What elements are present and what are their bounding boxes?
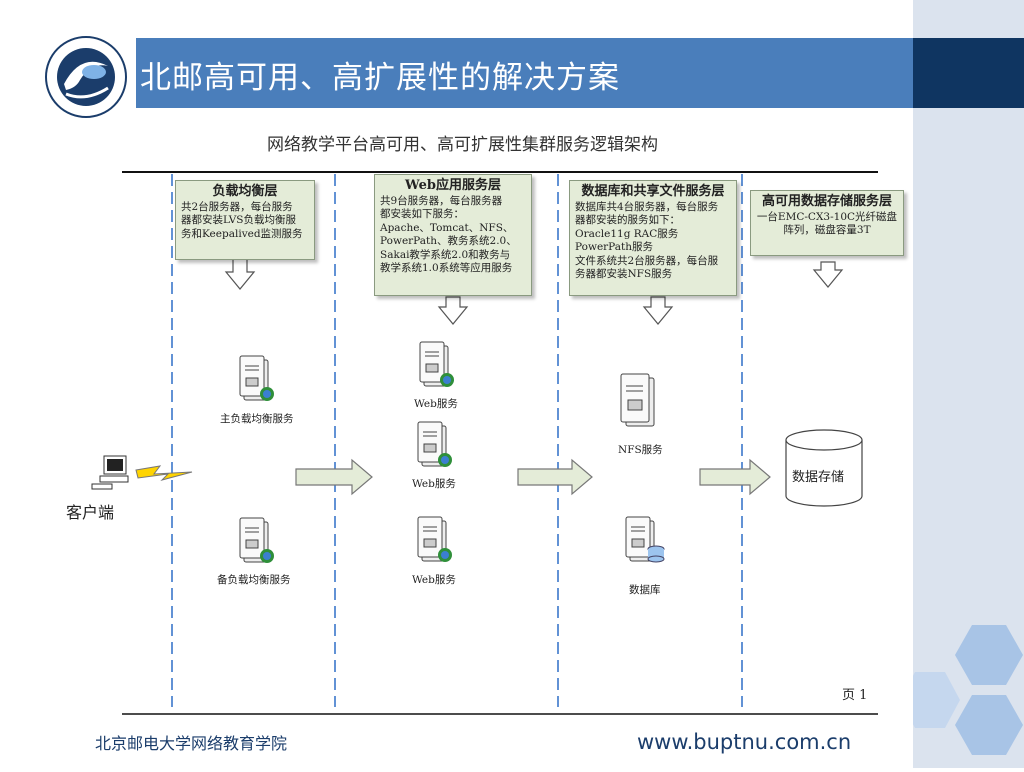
database-server-icon xyxy=(622,515,670,575)
architecture-diagram: 负载均衡层 共2台服务器，每台服务 器都安装LVS负载均衡服 务和Keepali… xyxy=(66,122,910,722)
node-label-web-2: Web服务 xyxy=(412,478,456,490)
layer-line: Oracle11g RAC服务 xyxy=(575,227,679,240)
server-icon xyxy=(236,354,280,410)
storage-cylinder xyxy=(785,429,863,507)
layer-line: 器都安装的服务如下： xyxy=(575,214,680,226)
footer-school-name: 北京邮电大学网络教育学院 xyxy=(95,734,288,753)
school-logo xyxy=(36,32,136,122)
layer-line: 共9台服务器，每台服务器 xyxy=(380,194,503,207)
node-label-storage: 数据存储 xyxy=(792,470,845,485)
layer-line: 共2台服务器，每台服务 xyxy=(181,200,293,213)
layer-title: Web应用服务层 xyxy=(405,178,501,193)
layer-line: 数据库共4台服务器，每台服务 xyxy=(575,200,719,213)
node-label-client: 客户端 xyxy=(66,503,115,522)
node-label-web-1: Web服务 xyxy=(414,398,458,410)
layer-line: 文件系统共2台服务器，每台服 xyxy=(575,254,719,267)
layer-line: PowerPath服务 xyxy=(575,241,654,253)
layer-box-web: Web应用服务层 共9台服务器，每台服务器 都安装如下服务： Apache、To… xyxy=(374,174,532,296)
layer-box-load-balancer: 负载均衡层 共2台服务器，每台服务 器都安装LVS负载均衡服 务和Keepali… xyxy=(175,180,315,260)
server-icon xyxy=(616,372,666,436)
node-label-nfs: NFS服务 xyxy=(618,444,663,456)
client-computer-icon xyxy=(72,454,132,498)
page-title: 北邮高可用、高扩展性的解决方案 xyxy=(140,60,620,96)
layer-line: 阵列，磁盘容量3T xyxy=(783,224,871,236)
layer-box-storage: 高可用数据存储服务层 一台EMC-CX3-10C光纤磁盘 阵列，磁盘容量3T xyxy=(750,190,904,256)
title-bar xyxy=(36,38,913,108)
layer-line: Apache、Tomcat、NFS、 xyxy=(380,221,514,234)
server-icon xyxy=(236,516,280,572)
layer-line: 器都安装LVS负载均衡服 xyxy=(181,214,297,226)
page-number: 页 1 xyxy=(842,688,868,703)
layer-box-database: 数据库和共享文件服务层 数据库共4台服务器，每台服务 器都安装的服务如下： Or… xyxy=(569,180,737,296)
layer-line: 务和Keepalived监测服务 xyxy=(181,227,303,240)
node-label-lb-backup: 备负载均衡服务 xyxy=(217,574,291,586)
side-panel xyxy=(900,0,1024,768)
title-bar-accent xyxy=(913,38,1024,108)
layer-title: 负载均衡层 xyxy=(212,184,278,199)
layer-line: 一台EMC-CX3-10C光纤磁盘 xyxy=(756,210,898,223)
node-label-lb-main: 主负载均衡服务 xyxy=(220,413,294,425)
node-label-web-3: Web服务 xyxy=(412,574,456,586)
server-icon xyxy=(414,515,458,571)
layer-line: 都安装如下服务： xyxy=(380,208,464,220)
diagram-lines xyxy=(122,171,878,715)
server-icon xyxy=(414,420,458,476)
layer-line: Sakai教学系统2.0和教务与 xyxy=(380,248,511,261)
node-label-database: 数据库 xyxy=(629,584,661,596)
layer-line: PowerPath、教务系统2.0、 xyxy=(380,235,517,247)
layer-title: 高可用数据存储服务层 xyxy=(761,194,892,209)
diagram-title: 网络教学平台高可用、高可扩展性集群服务逻辑架构 xyxy=(267,135,658,155)
hexagon-decoration xyxy=(900,625,1023,755)
layer-line: 务器都安装NFS服务 xyxy=(575,268,673,280)
layer-title: 数据库和共享文件服务层 xyxy=(581,184,725,199)
server-icon xyxy=(416,340,460,396)
footer-website-link[interactable]: www.buptnu.com.cn xyxy=(637,730,852,754)
layer-line: 教学系统1.0系统等应用服务 xyxy=(380,262,513,274)
